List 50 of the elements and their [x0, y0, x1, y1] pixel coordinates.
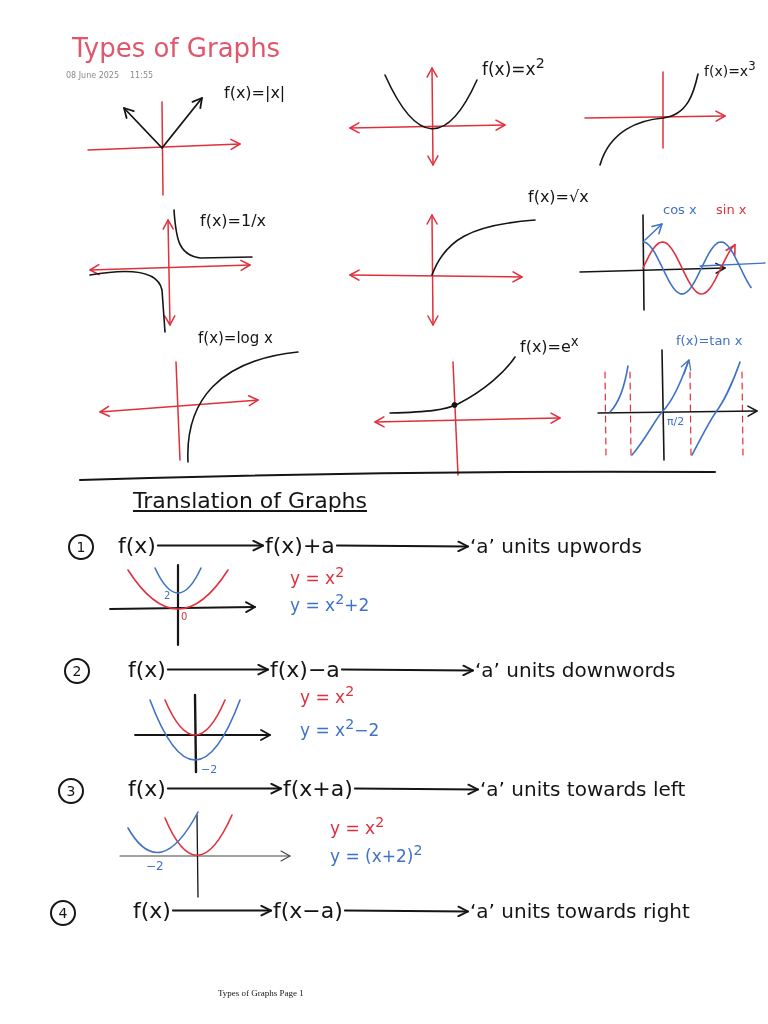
step-number: 4 [50, 900, 76, 926]
arrow [340, 664, 474, 677]
arrow [335, 540, 469, 553]
function-label: f(x)=1/x [200, 212, 267, 231]
function-label: sin x [716, 203, 747, 218]
equation-label: y = x$^{2}$ [290, 564, 345, 589]
function-label: f(x)=e$^{x}$ [520, 334, 579, 357]
formula-text: f(x+a) [283, 776, 353, 802]
step-number: 3 [58, 778, 84, 804]
equation-label: y = x$^{2}$−2 [300, 716, 380, 741]
formula-text: f(x) [118, 533, 156, 559]
axis-value-label: −2 [146, 860, 164, 874]
function-label: f(x)=√x [528, 188, 589, 207]
formula-text: f(x−a) [273, 898, 343, 924]
equation-label: y = x$^{2}$+2 [290, 591, 370, 616]
arrow [171, 904, 272, 917]
formula-text: f(x)+a [265, 533, 335, 559]
arrow [166, 663, 269, 676]
equation-label: y = (x+2)$^{2}$ [330, 842, 423, 867]
equation-label: y = x$^{2}$ [300, 683, 355, 708]
page-footer: Types of Graphs Page 1 [218, 988, 304, 999]
function-label: f(x)=x$^{2}$ [482, 55, 545, 80]
description-text: ‘a’ units downwords [475, 659, 676, 682]
arrow [353, 783, 479, 796]
function-label: cos x [663, 203, 697, 218]
step-number: 1 [68, 534, 94, 560]
axis-value-label: 2 [164, 590, 171, 602]
section-heading: Translation of Graphs [133, 488, 367, 514]
function-label: f(x)=x$^{3}$ [704, 60, 756, 79]
function-label: f(x)=log x [198, 330, 273, 348]
axis-value-label: 0 [181, 611, 188, 623]
time-text: 11:55 [130, 71, 154, 81]
equation-label: y = x$^{2}$ [330, 814, 385, 839]
axis-value-label: −2 [201, 764, 218, 777]
axis-value-label: π/2 [667, 416, 685, 429]
date-text: 08 June 2025 [66, 71, 120, 81]
formula-text: f(x) [128, 776, 166, 802]
formula-text: f(x) [133, 898, 171, 924]
arrow [166, 782, 282, 795]
description-text: ‘a’ units towards right [470, 900, 690, 923]
arrow [156, 539, 264, 552]
step-number: 2 [64, 658, 90, 684]
formula-text: f(x) [128, 657, 166, 683]
arrow [343, 905, 469, 918]
page-title: Types of Graphs [72, 34, 281, 64]
description-text: ‘a’ units upwords [470, 535, 642, 558]
function-label: f(x)=tan x [676, 334, 743, 349]
formula-text: f(x)−a [270, 657, 340, 683]
description-text: ‘a’ units towards left [480, 778, 686, 801]
function-label: f(x)=|x| [224, 84, 286, 103]
